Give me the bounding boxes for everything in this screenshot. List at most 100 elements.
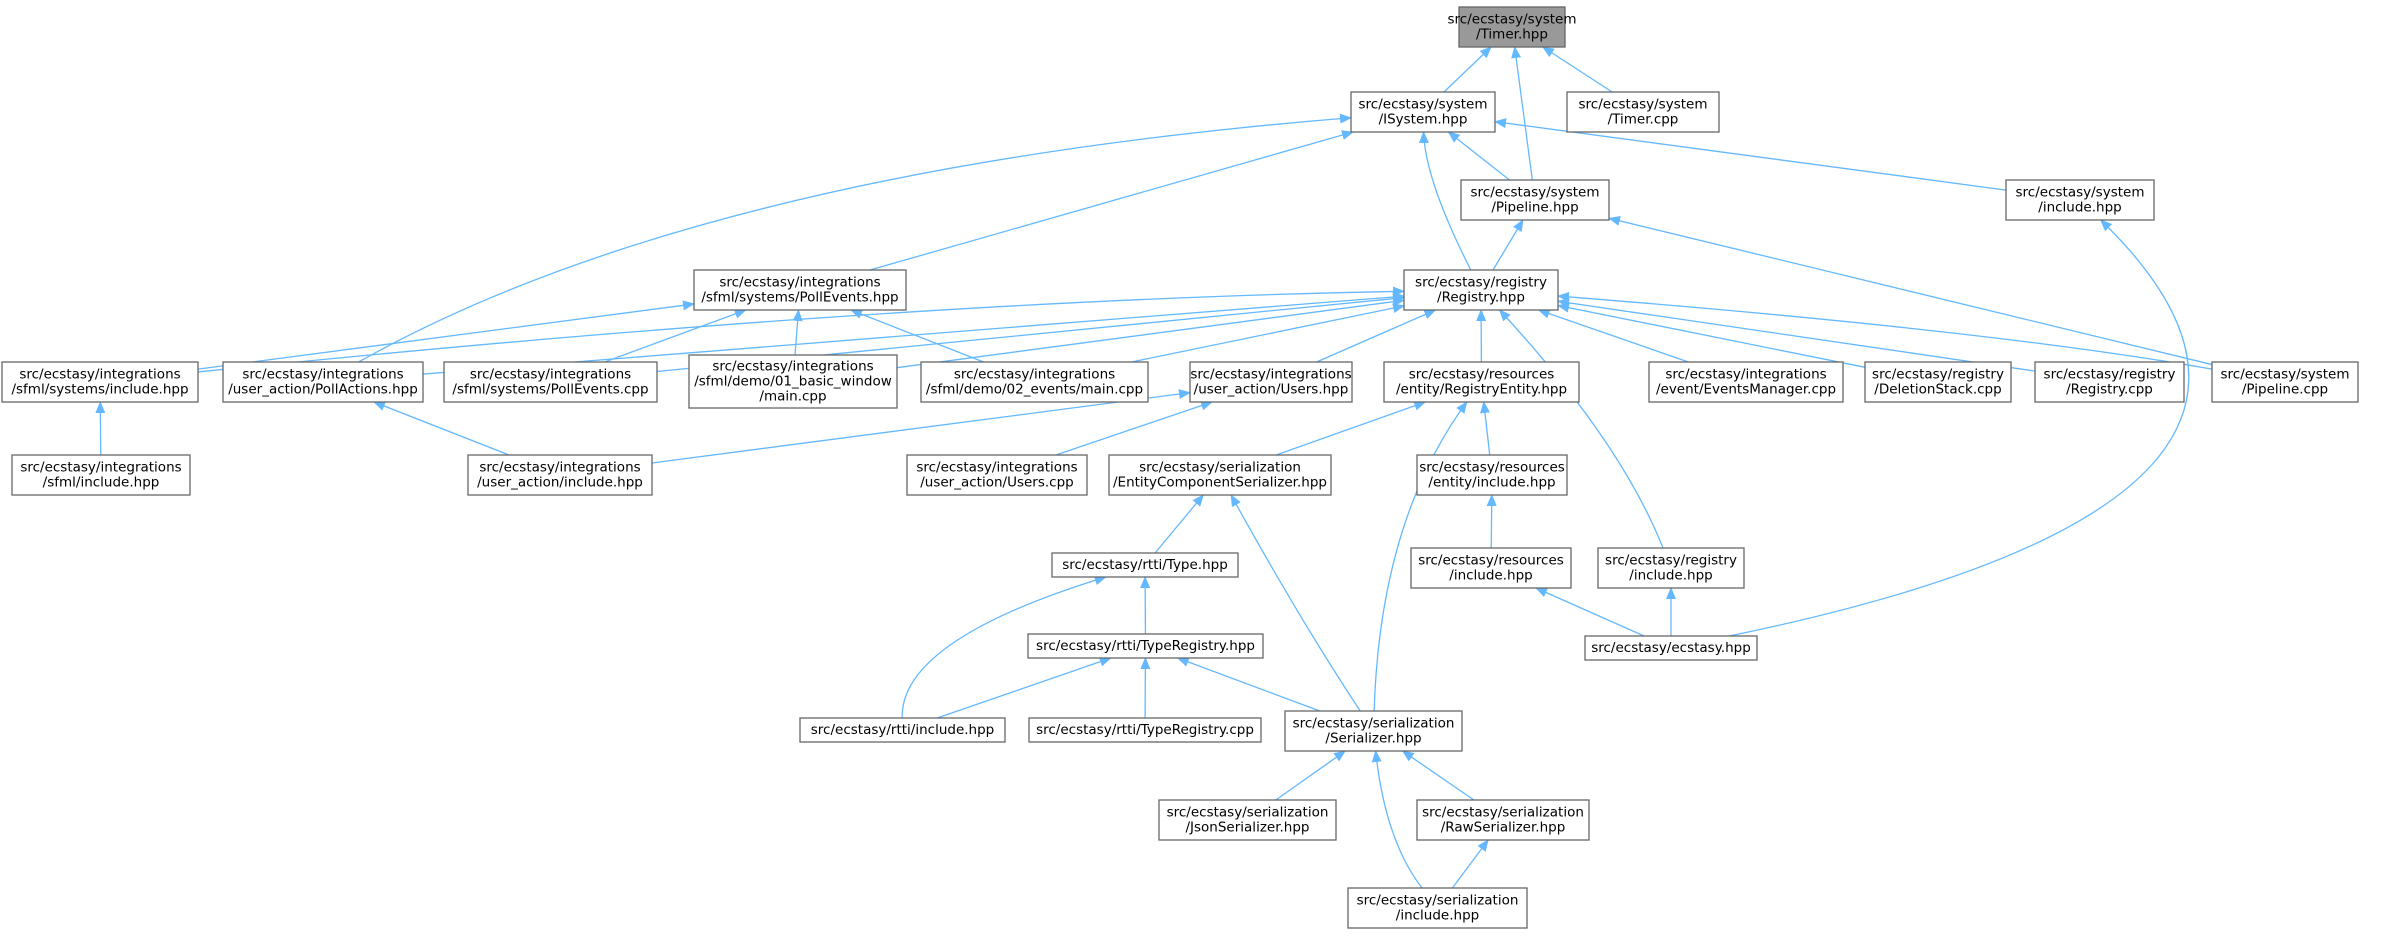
node-label-line: src/ecstasy/serialization — [1139, 460, 1301, 476]
edge-n18-to-n7 — [100, 402, 101, 455]
node-label-line: /JsonSerializer.hpp — [1185, 820, 1309, 836]
node-label-line: src/ecstasy/resources — [1419, 460, 1565, 476]
node-label-line: src/ecstasy/serialization — [1422, 805, 1584, 821]
edge-n14-to-n6 — [1539, 310, 1689, 362]
node-label-line: src/ecstasy/integrations — [479, 460, 640, 476]
node-label-line: src/ecstasy/system — [1448, 12, 1577, 28]
graph-node[interactable]: src/ecstasy/serialization/include.hpp — [1348, 888, 1527, 928]
node-label-line: /DeletionStack.cpp — [1874, 382, 2001, 398]
graph-node[interactable]: src/ecstasy/rtti/TypeRegistry.hpp — [1028, 634, 1263, 658]
graph-node[interactable]: src/ecstasy/integrations/sfml/systems/Po… — [444, 362, 657, 402]
edge-n22-to-n13 — [1484, 402, 1490, 455]
graph-node[interactable]: src/ecstasy/integrations/event/EventsMan… — [1649, 362, 1843, 402]
node-label-line: /user_action/Users.cpp — [920, 475, 1074, 491]
node-label-line: /Pipeline.cpp — [2242, 382, 2328, 398]
node-label-line: /user_action/include.hpp — [477, 475, 643, 491]
node-label-line: src/ecstasy/integrations — [470, 367, 631, 383]
edge-n6-to-n3 — [1493, 220, 1523, 270]
graph-node[interactable]: src/ecstasy/integrations/user_action/Pol… — [223, 362, 423, 402]
graph-node[interactable]: src/ecstasy/system/Timer.hpp — [1448, 7, 1577, 47]
node-label-line: /entity/RegistryEntity.hpp — [1396, 382, 1567, 398]
edge-n19-to-n8 — [374, 402, 509, 455]
node-label-line: src/ecstasy/resources — [1418, 553, 1564, 569]
edge-n25-to-n6 — [1500, 310, 1663, 548]
node-label-line: /user_action/PollActions.hpp — [228, 382, 418, 398]
graph-node[interactable]: src/ecstasy/rtti/Type.hpp — [1052, 553, 1238, 577]
graph-node[interactable]: src/ecstasy/serialization/JsonSerializer… — [1159, 800, 1336, 840]
graph-node[interactable]: src/ecstasy/integrations/sfml/demo/02_ev… — [921, 362, 1148, 402]
graph-node[interactable]: src/ecstasy/serialization/RawSerializer.… — [1417, 800, 1589, 840]
edge-n12-to-n6 — [1317, 310, 1436, 362]
graph-node[interactable]: src/ecstasy/registry/include.hpp — [1598, 548, 1744, 588]
node-label-line: /event/EventsManager.cpp — [1656, 382, 1836, 398]
graph-node[interactable]: src/ecstasy/integrations/user_action/Use… — [1190, 362, 1352, 402]
node-label-line: /include.hpp — [1396, 908, 1479, 924]
graph-node[interactable]: src/ecstasy/system/Pipeline.hpp — [1461, 180, 1609, 220]
node-label-line: src/ecstasy/integrations — [719, 275, 880, 291]
node-label-line: src/ecstasy/serialization — [1293, 716, 1455, 732]
node-label-line: /sfml/systems/include.hpp — [11, 382, 188, 398]
graph-node[interactable]: src/ecstasy/ecstasy.hpp — [1585, 636, 1757, 660]
graph-node[interactable]: src/ecstasy/serialization/EntityComponen… — [1109, 455, 1331, 495]
graph-node[interactable]: src/ecstasy/resources/entity/RegistryEnt… — [1384, 362, 1579, 402]
node-label-line: src/ecstasy/registry — [1872, 367, 2004, 383]
edge-n2-to-n0 — [1543, 47, 1612, 92]
edge-n1-to-n0 — [1444, 47, 1491, 92]
edge-n28-to-n26 — [937, 658, 1111, 718]
graph-node[interactable]: src/ecstasy/rtti/TypeRegistry.cpp — [1029, 718, 1261, 742]
edge-n17-to-n6 — [1558, 296, 2212, 369]
node-label-line: src/ecstasy/integrations — [1665, 367, 1826, 383]
graph-node[interactable]: src/ecstasy/registry/Registry.cpp — [2035, 362, 2184, 402]
graph-node[interactable]: src/ecstasy/system/ISystem.hpp — [1351, 92, 1495, 132]
nodes-layer: src/ecstasy/system/Timer.hppsrc/ecstasy/… — [2, 7, 2358, 928]
node-label-line: src/ecstasy/integrations — [954, 367, 1115, 383]
graph-node[interactable]: src/ecstasy/integrations/user_action/inc… — [468, 455, 652, 495]
graph-node[interactable]: src/ecstasy/integrations/sfml/systems/in… — [2, 362, 198, 402]
graph-node[interactable]: src/ecstasy/registry/DeletionStack.cpp — [1865, 362, 2011, 402]
node-label-line: /Pipeline.hpp — [1491, 200, 1578, 216]
edge-n30-to-n26 — [1178, 658, 1320, 711]
node-label-line: src/ecstasy/registry — [1605, 553, 1737, 569]
node-label-line: src/ecstasy/serialization — [1357, 893, 1519, 909]
node-label-line: src/ecstasy/rtti/Type.hpp — [1062, 557, 1228, 573]
graph-node[interactable]: src/ecstasy/system/include.hpp — [2006, 180, 2154, 220]
node-label-line: src/ecstasy/integrations — [712, 359, 873, 375]
edge-n10-to-n5 — [795, 310, 798, 355]
node-label-line: src/ecstasy/ecstasy.hpp — [1591, 640, 1751, 656]
node-label-line: /Registry.cpp — [2066, 382, 2153, 398]
graph-node[interactable]: src/ecstasy/rtti/include.hpp — [800, 718, 1005, 742]
node-label-line: /include.hpp — [1449, 568, 1532, 584]
graph-node[interactable]: src/ecstasy/resources/include.hpp — [1411, 548, 1571, 588]
node-label-line: /Registry.hpp — [1437, 290, 1525, 306]
graph-node[interactable]: src/ecstasy/system/Timer.cpp — [1567, 92, 1719, 132]
graph-node[interactable]: src/ecstasy/serialization/Serializer.hpp — [1285, 711, 1462, 751]
node-label-line: src/ecstasy/rtti/include.hpp — [811, 722, 995, 738]
node-label-line: /main.cpp — [759, 389, 826, 405]
graph-node[interactable]: src/ecstasy/integrations/sfml/include.hp… — [12, 455, 190, 495]
edge-n20-to-n12 — [1056, 402, 1212, 455]
graph-node[interactable]: src/ecstasy/integrations/sfml/systems/Po… — [694, 270, 906, 310]
node-label-line: src/ecstasy/system — [1579, 97, 1708, 113]
edge-n15-to-n6 — [1558, 306, 1865, 368]
node-label-line: src/ecstasy/registry — [1415, 275, 1547, 291]
graph-node[interactable]: src/ecstasy/system/Pipeline.cpp — [2212, 362, 2358, 402]
graph-node[interactable]: src/ecstasy/integrations/sfml/demo/01_ba… — [689, 355, 897, 408]
edge-n5-to-n1 — [870, 132, 1353, 270]
graph-node[interactable]: src/ecstasy/integrations/user_action/Use… — [907, 455, 1087, 495]
node-label-line: src/ecstasy/integrations — [916, 460, 1077, 476]
node-label-line: src/ecstasy/integrations — [1190, 367, 1351, 383]
node-label-line: /include.hpp — [2038, 200, 2121, 216]
graph-node[interactable]: src/ecstasy/resources/entity/include.hpp — [1417, 455, 1567, 495]
node-label-line: /user_action/Users.hpp — [1194, 382, 1349, 398]
node-label-line: src/ecstasy/resources — [1409, 367, 1555, 383]
node-label-line: /Serializer.hpp — [1325, 731, 1421, 747]
edge-n24-to-n22 — [1491, 495, 1492, 548]
graph-node[interactable]: src/ecstasy/registry/Registry.hpp — [1404, 270, 1558, 310]
node-label-line: /entity/include.hpp — [1428, 475, 1555, 491]
node-label-line: /sfml/systems/PollEvents.cpp — [452, 382, 648, 398]
edge-n11-to-n5 — [851, 310, 984, 362]
edge-n3-to-n0 — [1515, 47, 1533, 180]
node-label-line: /Timer.hpp — [1476, 27, 1548, 43]
